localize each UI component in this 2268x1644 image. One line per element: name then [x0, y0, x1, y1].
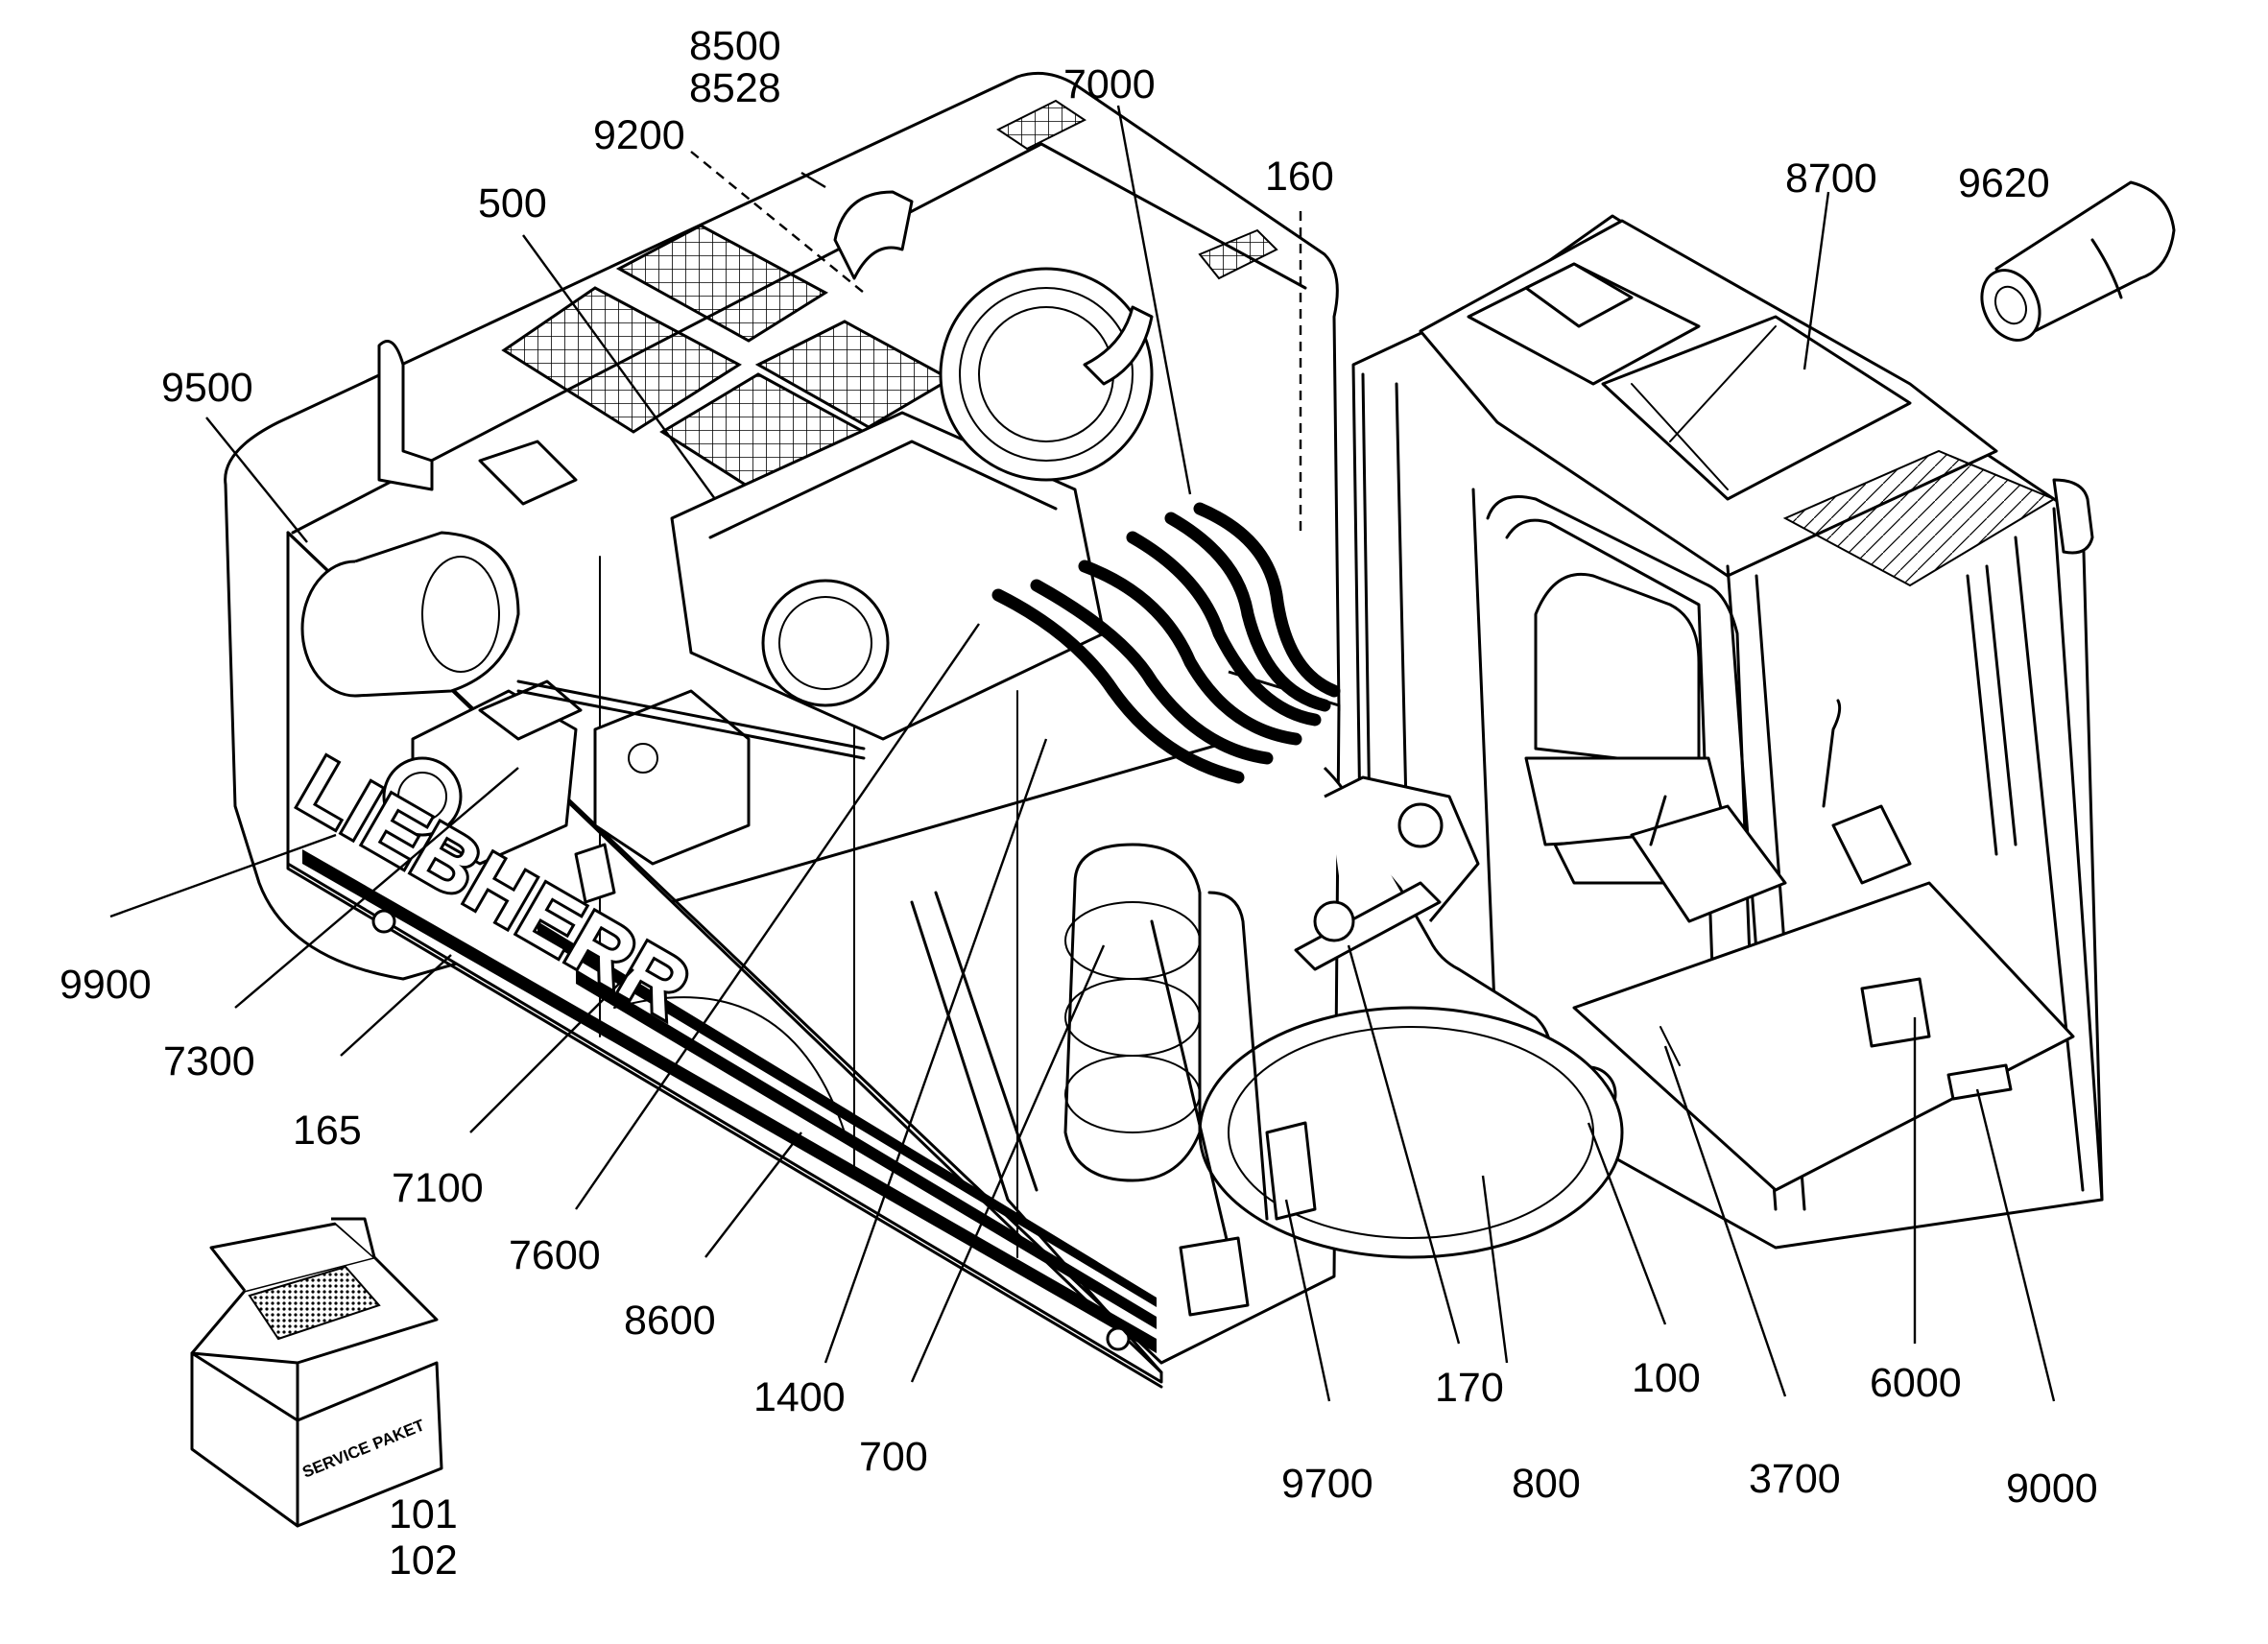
callout-8528: 8528: [689, 65, 781, 111]
callout-700: 700: [859, 1434, 928, 1480]
callout-6000: 6000: [1870, 1360, 1962, 1406]
operator-cab: [1351, 214, 2104, 1250]
callout-500: 500: [478, 180, 547, 226]
leader-lines: [109, 105, 2056, 1402]
callout-100: 100: [1632, 1355, 1701, 1401]
callout-3700: 3700: [1749, 1456, 1841, 1502]
callout-9200: 9200: [593, 112, 685, 158]
callout-8700: 8700: [1785, 155, 1877, 202]
callout-9500: 9500: [161, 365, 253, 411]
callout-165: 165: [293, 1108, 362, 1154]
callout-8600: 8600: [624, 1298, 716, 1344]
callout-7300: 7300: [163, 1038, 255, 1084]
callout-labels: 8500 8528 7000 9200 160 8700 9620 500 95…: [60, 23, 2098, 1584]
service-package-box: SERVICE PAKET: [190, 1217, 443, 1528]
callout-160: 160: [1265, 154, 1334, 200]
callout-9700: 9700: [1281, 1461, 1373, 1507]
callout-7600: 7600: [509, 1232, 601, 1278]
callout-9900: 9900: [60, 962, 152, 1008]
callout-800: 800: [1512, 1461, 1581, 1507]
callout-102: 102: [389, 1537, 458, 1584]
callout-9620: 9620: [1958, 160, 2050, 206]
callout-8500: 8500: [689, 23, 781, 69]
callout-7100: 7100: [392, 1165, 484, 1211]
callout-101: 101: [389, 1491, 458, 1537]
callout-170: 170: [1435, 1365, 1504, 1411]
callout-1400: 1400: [753, 1374, 846, 1420]
hose-roll-part: [1980, 180, 2176, 342]
callout-9000: 9000: [2006, 1465, 2098, 1512]
callout-7000: 7000: [1063, 61, 1156, 107]
engine-bay: [300, 99, 1624, 1374]
